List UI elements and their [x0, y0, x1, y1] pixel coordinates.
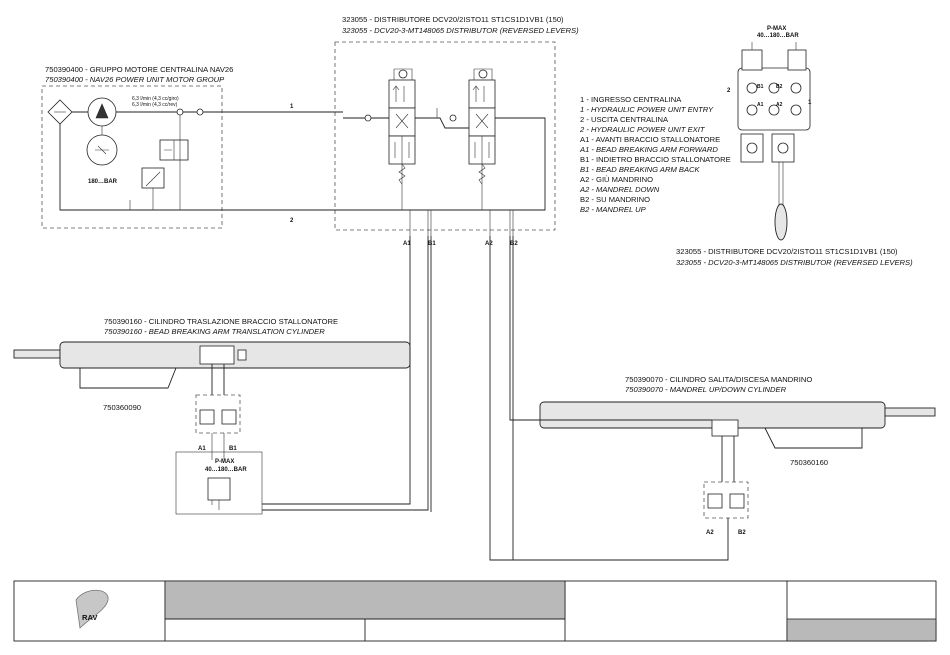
legend-item: A1 - BEAD BREAKING ARM FORWARD: [579, 145, 718, 154]
legend: 1 - INGRESSO CENTRALINA 1 - HYDRAULIC PO…: [579, 95, 731, 214]
distributor-right-code-it: 323055 - DISTRIBUTORE DCV20/2ISTO11 ST1C…: [676, 247, 898, 256]
power-unit-flow-1: 6,3 l/min (4,3 cc/giro): [132, 96, 179, 102]
title-block: [13, 580, 937, 642]
power-unit-code-en: 750390400 - NAV26 POWER UNIT MOTOR GROUP: [45, 75, 225, 84]
valve-block-range: 40…180…BAR: [757, 33, 799, 39]
distributor-top-code-it: 323055 - DISTRIBUTORE DCV20/2ISTO11 ST1C…: [342, 15, 564, 24]
valve-right-b2: B2: [738, 530, 746, 536]
port-label-a1: A1: [403, 241, 411, 247]
valve-left-b1: B1: [229, 446, 237, 452]
cylinder-right-part: 750360160: [790, 458, 828, 467]
logo: RAV: [82, 613, 98, 622]
distributor-top-frame: [334, 41, 556, 231]
legend-item: A2 - GIÙ MANDRINO: [580, 175, 653, 184]
port-label-b2: B2: [510, 241, 518, 247]
legend-item: A2 - MANDREL DOWN: [579, 185, 660, 194]
distributor-top-code-en: 323055 - DCV20-3-MT148065 DISTRIBUTOR (R…: [342, 26, 579, 35]
port-label-b1: B1: [428, 241, 436, 247]
cylinder-left-code-en: 750390160 - BEAD BREAKING ARM TRANSLATIO…: [104, 327, 325, 336]
legend-item: B1 - BEAD BREAKING ARM BACK: [580, 165, 700, 174]
power-unit-pressure: 180…BAR: [88, 179, 118, 185]
valve-left-a1: A1: [198, 446, 206, 452]
legend-item: B2 - SU MANDRINO: [580, 195, 650, 204]
valve-block-a2: A2: [776, 102, 783, 108]
cylinder-left-part: 750360090: [103, 403, 141, 412]
cylinder-right-code-it: 750390070 - CILINDRO SALITA/DISCESA MAND…: [625, 375, 812, 384]
valve-block-b2: B2: [776, 84, 783, 90]
valve-left-drawing: [175, 394, 263, 515]
valve-left-range: 40…180…BAR: [205, 467, 247, 473]
distributor-right-code-en: 323055 - DCV20-3-MT148065 DISTRIBUTOR (R…: [676, 258, 913, 267]
line-1-label: 1: [290, 104, 294, 110]
line-2-label: 2: [290, 218, 294, 224]
valve-block-drawing: [737, 42, 811, 241]
valve-block-a1: A1: [757, 102, 764, 108]
valve-block-port-2: 2: [727, 88, 731, 94]
cylinder-right-drawing: [539, 401, 936, 519]
valve-block-b1: B1: [757, 84, 764, 90]
valve-left-pmax: P-MAX: [215, 459, 234, 465]
cylinder-right-code-en: 750390070 - MANDREL UP/DOWN CYLINDER: [625, 385, 787, 394]
valve-block-port-1: 1: [808, 100, 812, 106]
valve-right-a2: A2: [706, 530, 714, 536]
legend-item: 2 - USCITA CENTRALINA: [580, 115, 669, 124]
legend-item: 2 - HYDRAULIC POWER UNIT EXIT: [579, 125, 706, 134]
legend-item: A1 - AVANTI BRACCIO STALLONATORE: [580, 135, 720, 144]
power-unit-code-it: 750390400 - GRUPPO MOTORE CENTRALINA NAV…: [45, 65, 233, 74]
cylinder-left-drawing: [13, 341, 411, 395]
valve-block-pmax: P-MAX: [767, 26, 786, 32]
legend-item: B1 - INDIETRO BRACCIO STALLONATORE: [580, 155, 731, 164]
port-label-a2: A2: [485, 241, 493, 247]
power-unit-components: [47, 97, 189, 189]
legend-item: 1 - HYDRAULIC POWER UNIT ENTRY: [580, 105, 714, 114]
power-unit-flow-2: 6,3 l/min (4,3 cc/rev): [132, 102, 178, 108]
legend-item: B2 - MANDREL UP: [580, 205, 647, 214]
legend-item: 1 - INGRESSO CENTRALINA: [580, 95, 682, 104]
cylinder-left-code-it: 750390160 - CILINDRO TRASLAZIONE BRACCIO…: [104, 317, 338, 326]
